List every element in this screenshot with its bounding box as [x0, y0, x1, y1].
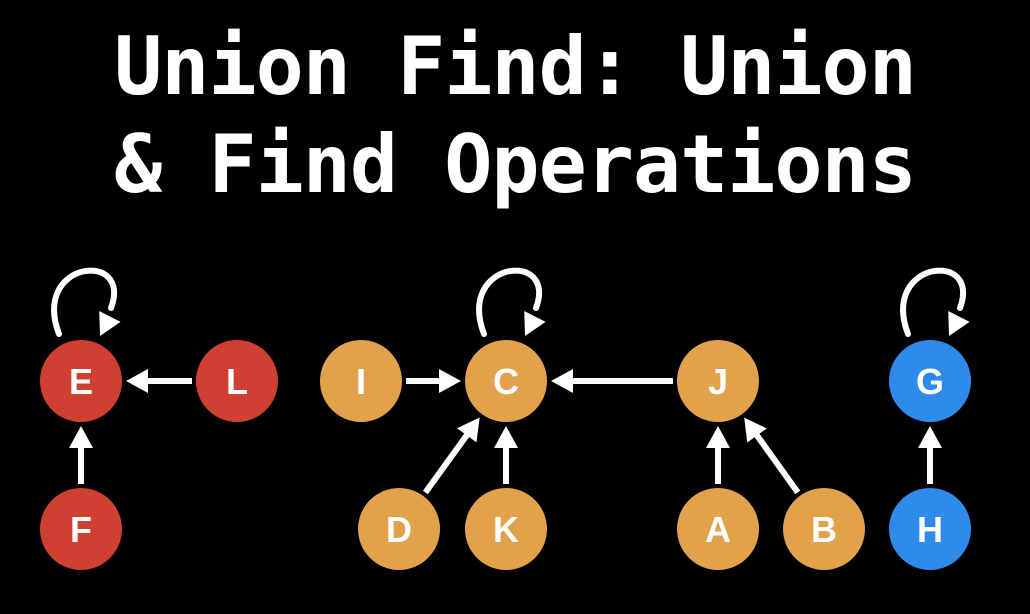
- node-H: H: [889, 488, 971, 570]
- node-I: I: [320, 340, 402, 422]
- node-G: G: [889, 340, 971, 422]
- node-K: K: [465, 488, 547, 570]
- node-circle-J: [677, 340, 759, 422]
- node-label-I: I: [356, 361, 366, 402]
- node-circle-K: [465, 488, 547, 570]
- self-loop-E: [51, 267, 121, 337]
- edge-A-to-J: [706, 426, 730, 484]
- node-circle-C: [465, 340, 547, 422]
- self-loop-C: [476, 267, 546, 337]
- node-label-J: J: [708, 361, 728, 402]
- node-label-A: A: [705, 509, 731, 550]
- node-label-L: L: [226, 361, 248, 402]
- node-E: E: [40, 340, 122, 422]
- node-circle-H: [889, 488, 971, 570]
- node-circle-E: [40, 340, 122, 422]
- edge-H-to-G: [918, 426, 942, 484]
- node-circle-B: [783, 488, 865, 570]
- node-circle-F: [40, 488, 122, 570]
- node-label-B: B: [811, 509, 837, 550]
- edge-J-to-C: [551, 369, 673, 393]
- edge-K-to-C: [494, 426, 518, 484]
- node-C: C: [465, 340, 547, 422]
- nodes: E L F I C J D K A B G H: [40, 340, 971, 570]
- node-label-D: D: [386, 509, 412, 550]
- node-label-F: F: [70, 509, 92, 550]
- node-circle-L: [196, 340, 278, 422]
- node-F: F: [40, 488, 122, 570]
- node-label-E: E: [69, 361, 93, 402]
- node-label-K: K: [493, 509, 519, 550]
- edge-I-to-C: [406, 369, 461, 393]
- node-circle-D: [358, 488, 440, 570]
- edges: [51, 267, 970, 495]
- node-label-C: C: [493, 361, 519, 402]
- node-circle-G: [889, 340, 971, 422]
- node-label-H: H: [917, 509, 943, 550]
- edge-B-to-J: [744, 417, 801, 495]
- node-label-G: G: [916, 361, 944, 402]
- edge-L-to-E: [126, 369, 192, 393]
- node-L: L: [196, 340, 278, 422]
- node-circle-A: [677, 488, 759, 570]
- node-D: D: [358, 488, 440, 570]
- node-circle-I: [320, 340, 402, 422]
- title-line-1: Union Find: Union: [114, 20, 917, 113]
- self-loop-G: [900, 267, 970, 337]
- title-line-2: & Find Operations: [114, 118, 917, 211]
- node-B: B: [783, 488, 865, 570]
- node-A: A: [677, 488, 759, 570]
- edge-F-to-E: [69, 426, 93, 484]
- node-J: J: [677, 340, 759, 422]
- edge-D-to-C: [422, 417, 480, 495]
